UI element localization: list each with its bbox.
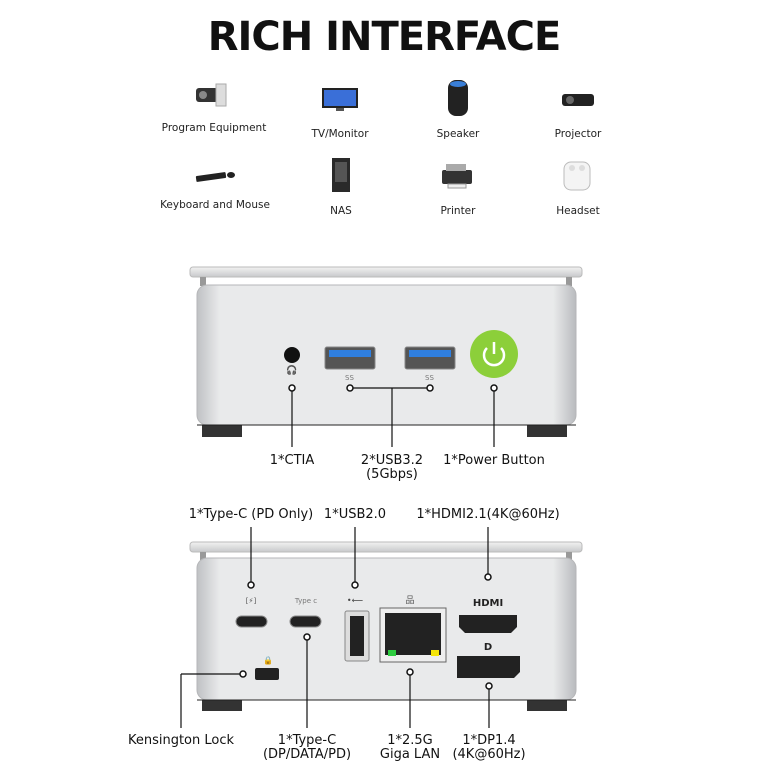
- network-icon: 品: [405, 595, 414, 606]
- monitor-icon: [322, 88, 358, 111]
- back-callout-lines: [180, 527, 490, 728]
- lan-port: [379, 607, 447, 663]
- lock-icon: 🔒: [263, 656, 273, 665]
- ss-usb-mark: SS: [345, 374, 354, 382]
- camera-icon: [196, 83, 227, 107]
- device-label: Keyboard and Mouse: [160, 199, 270, 211]
- ss-usb-mark: SS: [425, 374, 434, 382]
- typec-mark: Type c: [294, 597, 317, 605]
- usb3-port: [404, 346, 456, 370]
- displayport-logo: D: [484, 642, 492, 653]
- usb2-label: 1*USB2.0: [324, 507, 386, 522]
- device-label: Projector: [555, 128, 602, 140]
- displayport-port: [457, 656, 520, 678]
- ctia-label: 1*CTIA: [270, 453, 315, 468]
- kensington-label: Kensington Lock: [128, 733, 235, 748]
- nas-icon: [332, 158, 350, 192]
- usb3-port: [324, 346, 376, 370]
- typec-label: 1*Type-C: [278, 733, 336, 748]
- lan-type-label: Giga LAN: [380, 747, 440, 762]
- hdmi-port: [459, 615, 517, 633]
- device-label: Program Equipment: [162, 122, 267, 134]
- device-label: TV/Monitor: [310, 128, 369, 140]
- lan-label: 1*2.5G: [387, 733, 433, 748]
- typec-function-label: (DP/DATA/PD): [263, 747, 351, 762]
- power-label: 1*Power Button: [443, 453, 545, 468]
- page-title: RICH INTERFACE: [208, 14, 561, 60]
- device-label: NAS: [330, 205, 352, 217]
- device-label: Headset: [556, 205, 600, 217]
- usb3-speed-label: (5Gbps): [366, 467, 418, 482]
- printer-icon: [442, 164, 472, 189]
- hdmi-label: 1*HDMI2.1(4K@60Hz): [416, 507, 559, 522]
- headphone-icon: 🎧: [286, 364, 297, 376]
- power-icon: [482, 347, 506, 367]
- kensington-slot: [255, 668, 279, 680]
- audio-jack: [284, 347, 300, 363]
- typec-pd-port: [235, 615, 268, 628]
- device-label: Printer: [441, 205, 477, 217]
- dp-resolution-label: (4K@60Hz): [452, 747, 525, 762]
- keyboard-icon: [195, 172, 235, 182]
- earbuds-icon: [563, 161, 591, 191]
- mini-pc-front: [189, 266, 583, 437]
- hdmi-logo: HDMI: [473, 598, 503, 609]
- power-button: [470, 330, 518, 378]
- usb-icon: •⟵: [347, 596, 364, 605]
- dp-label: 1*DP1.4: [462, 733, 515, 748]
- pd-lightning-icon: [⚡]: [246, 597, 257, 605]
- typec-pd-label: 1*Type-C (PD Only): [189, 507, 313, 522]
- typec-port: [289, 615, 322, 628]
- front-callout-lines: [291, 387, 495, 447]
- usb3-label: 2*USB3.2: [361, 453, 423, 468]
- speaker-icon: [448, 80, 468, 116]
- projector-icon: [562, 94, 594, 106]
- device-label: Speaker: [437, 128, 480, 140]
- usb2-port: [344, 610, 370, 662]
